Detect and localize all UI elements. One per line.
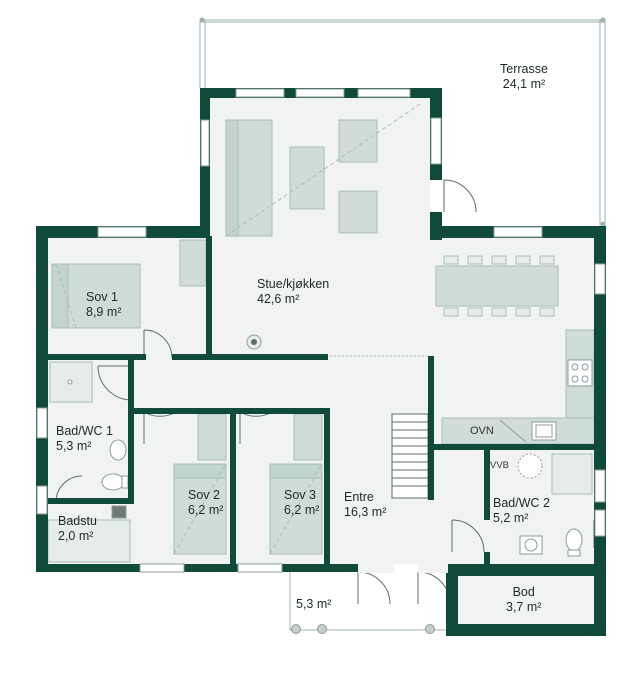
room-area: 6,2 m² xyxy=(188,503,224,517)
room-name: Badstu xyxy=(58,514,97,528)
room-area: 5,2 m² xyxy=(493,511,529,525)
room-label-sov3: Sov 3 6,2 m² xyxy=(284,488,319,518)
room-area: 2,0 m² xyxy=(58,529,94,543)
room-name: Sov 1 xyxy=(86,290,118,304)
shower-icon xyxy=(67,379,73,385)
room-area: 16,3 m² xyxy=(344,505,387,519)
room-label-porch: 5,3 m² xyxy=(296,597,331,612)
windows xyxy=(36,88,606,573)
room-area: 5,3 m² xyxy=(296,597,332,611)
kitchen-counter-bottom xyxy=(441,417,595,445)
water-heater-icon xyxy=(517,453,543,479)
room-label-terrasse: Terrasse 24,1 m² xyxy=(500,62,548,92)
furniture xyxy=(47,119,595,563)
room-area: 8,9 m² xyxy=(86,305,122,319)
room-area: 24,1 m² xyxy=(502,77,546,91)
room-name: Bod xyxy=(512,585,535,599)
sauna-stove-icon xyxy=(111,505,127,519)
room-label-bad1: Bad/WC 1 5,3 m² xyxy=(56,424,113,454)
dashed-guides xyxy=(55,103,430,555)
wardrobe xyxy=(293,413,323,461)
room-label-stue: Stue/kjøkken 42,6 m² xyxy=(257,277,329,307)
room-label-sov2: Sov 2 6,2 m² xyxy=(188,488,223,518)
terrace xyxy=(199,17,606,227)
toilet-icon xyxy=(565,528,583,552)
room-name: Terrasse xyxy=(500,62,548,76)
dining-table xyxy=(435,265,559,307)
stove-icon xyxy=(567,359,593,387)
room-name: Bad/WC 1 xyxy=(56,424,113,438)
armchair xyxy=(338,190,378,234)
room-name: Bad/WC 2 xyxy=(493,496,550,510)
coffee-table xyxy=(289,146,325,210)
vvb-label: VVB xyxy=(490,460,510,471)
room-area: 5,3 m² xyxy=(56,439,92,453)
room-area: 42,6 m² xyxy=(257,292,300,306)
room-label-sov1: Sov 1 8,9 m² xyxy=(86,290,121,320)
room-name: Entre xyxy=(344,490,374,504)
stair-icon xyxy=(391,413,429,499)
armchair xyxy=(338,119,378,163)
room-label-bod: Bod 3,7 m² xyxy=(506,585,541,615)
room-label-entre: Entre 16,3 m² xyxy=(344,490,386,520)
fixtures xyxy=(67,334,593,557)
shower xyxy=(551,453,593,495)
toilet-icon xyxy=(101,473,125,491)
room-area: 3,7 m² xyxy=(506,600,542,614)
room-area: 6,2 m² xyxy=(284,503,320,517)
room-label-badstu: Badstu 2,0 m² xyxy=(58,514,97,544)
room-name: Sov 2 xyxy=(188,488,220,502)
room-name: Stue/kjøkken xyxy=(257,277,330,291)
porch xyxy=(289,568,448,634)
room-label-bad2: Bad/WC 2 5,2 m² xyxy=(493,496,550,526)
sink-icon xyxy=(109,439,127,461)
room-name: Sov 3 xyxy=(284,488,316,502)
oven-label: OVN xyxy=(470,425,494,437)
entry-doors xyxy=(358,563,448,573)
wardrobe xyxy=(197,413,227,461)
wardrobe xyxy=(179,239,207,287)
